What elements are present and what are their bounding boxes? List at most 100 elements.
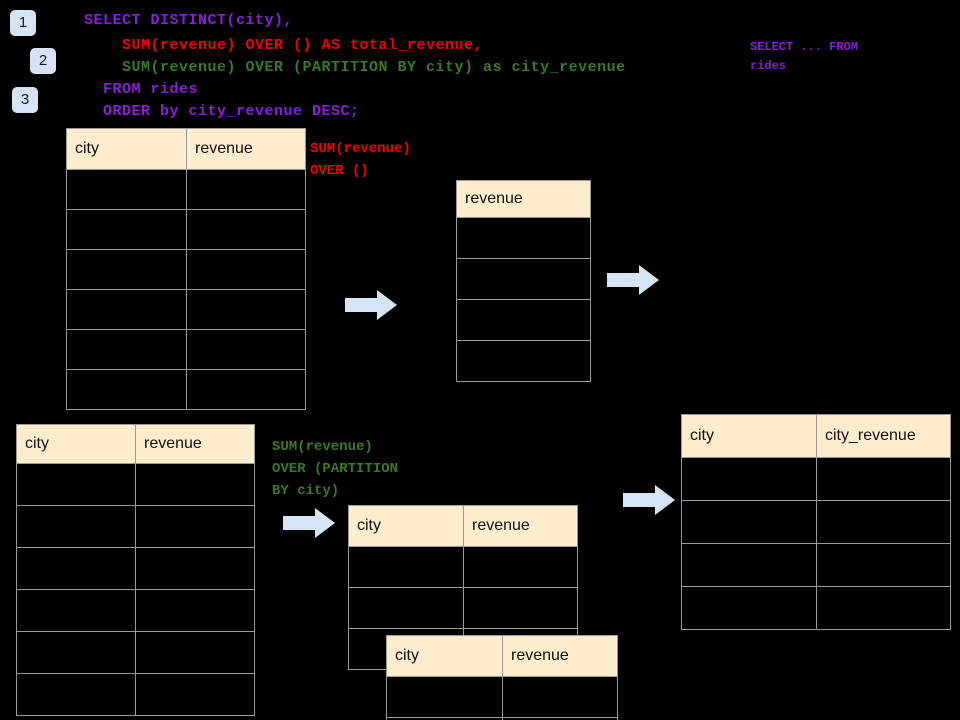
cell-revenue — [186, 249, 306, 290]
cell-revenue — [463, 546, 578, 588]
arrow-source-to-total — [345, 290, 397, 320]
arrow-partition-to-result — [623, 485, 675, 515]
table-row — [348, 546, 578, 588]
table-row — [16, 547, 255, 590]
cell-revenue — [502, 717, 618, 720]
cell-city — [681, 586, 817, 630]
table-row — [66, 169, 306, 210]
column-header-city: city — [348, 505, 464, 547]
cell-revenue — [186, 329, 306, 370]
table-row — [66, 369, 306, 410]
column-header-revenue: revenue — [135, 424, 255, 464]
table-row — [386, 676, 618, 718]
table-row — [456, 217, 591, 259]
table-header-row: city revenue — [386, 635, 618, 677]
cell-revenue — [502, 676, 618, 718]
table-row — [16, 631, 255, 674]
cell-revenue — [135, 463, 255, 506]
arrow-source-to-partition — [283, 508, 335, 538]
cell-city — [16, 673, 136, 716]
step-badge-2: 2 — [30, 48, 56, 74]
table-row — [348, 587, 578, 629]
table-row — [16, 589, 255, 632]
annotation-over-all: SUM(revenue) OVER () — [310, 141, 411, 179]
cell-revenue — [186, 169, 306, 210]
column-header-revenue: revenue — [456, 180, 591, 218]
table-header-row: city revenue — [16, 424, 255, 464]
table-row — [456, 258, 591, 300]
sql-side-note: SELECT ... FROM rides — [750, 40, 859, 73]
table-row — [456, 299, 591, 341]
column-header-city: city — [681, 414, 817, 458]
sql-line-select: SELECT DISTINCT(city), — [84, 12, 294, 29]
cell-city-revenue — [816, 500, 951, 544]
cell-city — [16, 505, 136, 548]
sql-line-sum-over-partition: SUM(revenue) OVER (PARTITION BY city) as… — [84, 59, 626, 76]
cell-revenue — [456, 217, 591, 259]
rides-source-table-partition: city revenue — [16, 424, 255, 716]
cell-city — [66, 329, 187, 370]
cell-city — [386, 676, 503, 718]
column-header-city: city — [66, 128, 187, 170]
column-header-city-revenue: city_revenue — [816, 414, 951, 458]
cell-city-revenue — [816, 586, 951, 630]
cell-city — [66, 369, 187, 410]
cell-city — [16, 631, 136, 674]
cell-revenue — [186, 289, 306, 330]
cell-revenue — [135, 673, 255, 716]
step-badge-1: 1 — [10, 10, 36, 36]
annotation-over-partition: SUM(revenue) OVER (PARTITION BY city) — [272, 439, 399, 499]
table-row — [66, 209, 306, 250]
table-row — [66, 289, 306, 330]
cell-city — [66, 209, 187, 250]
cell-city — [16, 589, 136, 632]
table-header-row: city revenue — [66, 128, 306, 170]
table-header-row: city city_revenue — [681, 414, 951, 458]
table-row — [386, 717, 618, 720]
column-header-revenue: revenue — [186, 128, 306, 170]
cell-city — [681, 500, 817, 544]
cell-revenue — [186, 369, 306, 410]
table-row — [456, 340, 591, 382]
cell-revenue — [135, 589, 255, 632]
cell-revenue — [456, 258, 591, 300]
column-header-city: city — [16, 424, 136, 464]
table-row — [16, 673, 255, 716]
cell-city — [681, 543, 817, 587]
column-header-revenue: revenue — [502, 635, 618, 677]
table-row — [16, 463, 255, 506]
table-row — [66, 249, 306, 290]
table-row — [681, 500, 951, 544]
partition-group-table-front: city revenue — [386, 635, 618, 720]
cell-revenue — [456, 340, 591, 382]
cell-revenue — [463, 587, 578, 629]
column-header-revenue: revenue — [463, 505, 578, 547]
table-header-row: revenue — [456, 180, 591, 218]
final-result-table: city city_revenue — [681, 414, 951, 630]
cell-city — [16, 547, 136, 590]
sql-line-from: FROM rides — [84, 81, 199, 98]
cell-revenue — [135, 631, 255, 674]
cell-city-revenue — [816, 543, 951, 587]
cell-city — [66, 169, 187, 210]
table-header-row: city revenue — [348, 505, 578, 547]
cell-city — [16, 463, 136, 506]
cell-city — [348, 546, 464, 588]
step-badge-3: 3 — [12, 87, 38, 113]
table-row — [66, 329, 306, 370]
sql-line-sum-over-all: SUM(revenue) OVER () AS total_revenue, — [84, 37, 484, 54]
cell-city — [66, 249, 187, 290]
cell-city — [66, 289, 187, 330]
rides-source-table: city revenue — [66, 128, 306, 410]
table-row — [681, 543, 951, 587]
arrow-total-to-result — [607, 265, 659, 295]
sql-line-order-by: ORDER by city_revenue DESC; — [84, 103, 360, 120]
cell-revenue — [186, 209, 306, 250]
cell-city — [681, 457, 817, 501]
cell-revenue — [456, 299, 591, 341]
table-row — [681, 457, 951, 501]
cell-city — [348, 587, 464, 629]
table-row — [681, 586, 951, 630]
total-revenue-table: revenue — [456, 180, 591, 382]
